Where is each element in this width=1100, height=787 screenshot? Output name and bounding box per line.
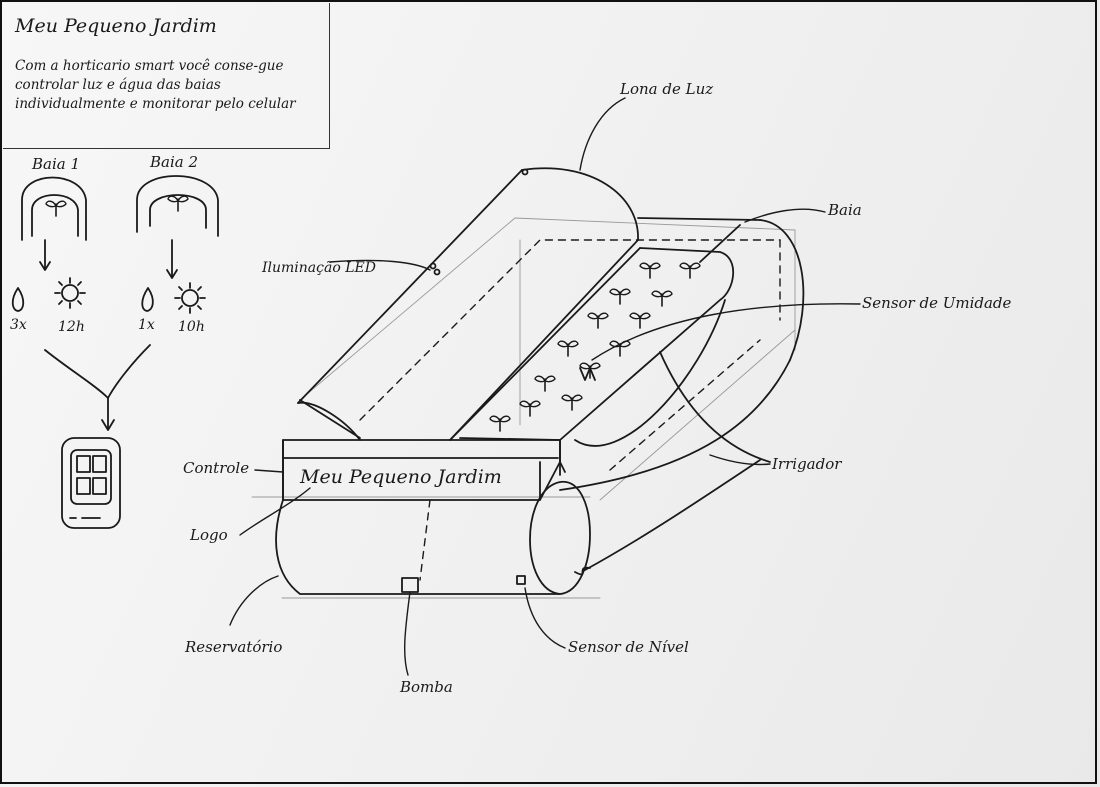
bay-2-light: 10h: [178, 320, 205, 334]
bay-2-water: 1x: [138, 318, 155, 332]
label-level-sensor: Sensor de Nível: [568, 640, 689, 655]
label-led: Iluminação LED: [262, 261, 376, 275]
label-irrigator: Irrigador: [772, 457, 841, 472]
sun-icon: [55, 278, 205, 313]
bay-1-sketch: [22, 178, 86, 271]
bay-2-sketch: [137, 176, 218, 278]
smartphone-icon: [62, 438, 120, 528]
hidden-lines: [360, 240, 780, 580]
bay-1-light: 12h: [58, 320, 85, 334]
device-front-title: Meu Pequeno Jardim: [300, 468, 502, 487]
label-light-cover: Lona de Luz: [620, 82, 713, 97]
bay-1-water: 3x: [10, 318, 27, 332]
label-control: Controle: [183, 461, 249, 476]
bay-1-label: Baia 1: [32, 157, 80, 172]
light-cover: [298, 168, 638, 440]
label-logo: Logo: [190, 528, 228, 543]
description-note: Meu Pequeno Jardim Com a horticario smar…: [3, 3, 330, 149]
label-bay: Baia: [828, 203, 862, 218]
merge-arrows: [45, 345, 150, 430]
label-moisture-sensor: Sensor de Umidade: [862, 296, 1011, 311]
water-drop-icon: [13, 288, 153, 311]
note-body: Com a horticario smart você conse-gue co…: [15, 57, 321, 114]
label-pump: Bomba: [400, 680, 453, 695]
sprouts: [490, 263, 700, 431]
label-reservoir: Reservatório: [185, 640, 282, 655]
grow-bay: [450, 218, 803, 490]
note-title: Meu Pequeno Jardim: [15, 17, 217, 36]
bay-2-label: Baia 2: [150, 155, 198, 170]
